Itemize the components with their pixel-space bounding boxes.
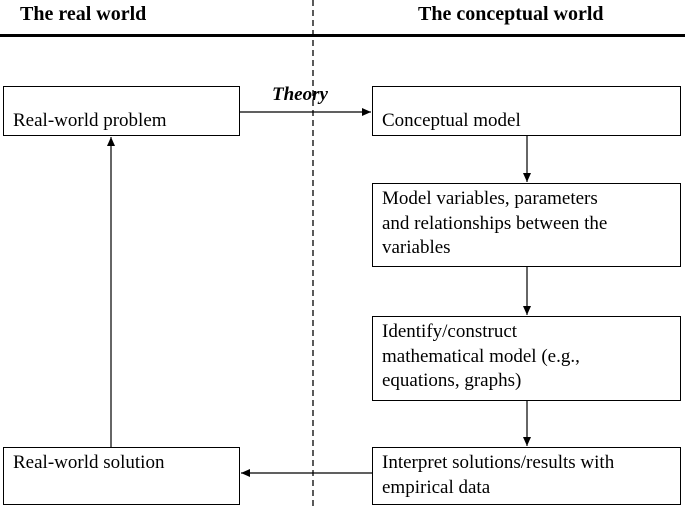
model-variables-box: Model variables, parameters and relation… [372,183,681,267]
mathematical-model-box: Identify/construct mathematical model (e… [372,316,681,401]
real-world-header: The real world [20,3,147,25]
interpret-solutions-box: Interpret solutions/results with empiric… [372,447,681,505]
interpret-solutions-line: empirical data [382,476,491,498]
mathematical-model-line: Identify/construct [382,321,518,342]
conceptual-model-text: Conceptual model [382,110,521,131]
mathematical-model-line: mathematical model (e.g., [382,345,580,367]
real-world-solution-box: Real-world solution [3,447,240,505]
real-world-solution-text: Real-world solution [13,452,165,473]
model-variables-line: Model variables, parameters [382,188,598,209]
theory-edge-label: Theory [272,84,328,105]
mathematical-model-line: equations, graphs) [382,370,522,391]
model-variables-line: and relationships between the [382,212,608,234]
interpret-solutions-line: Interpret solutions/results with [382,452,615,473]
conceptual-world-header: The conceptual world [418,3,604,25]
model-variables-line: variables [382,237,451,258]
conceptual-model-box: Conceptual model [372,86,681,136]
real-world-problem-text: Real-world problem [13,110,167,131]
real-world-problem-box: Real-world problem [3,86,240,136]
